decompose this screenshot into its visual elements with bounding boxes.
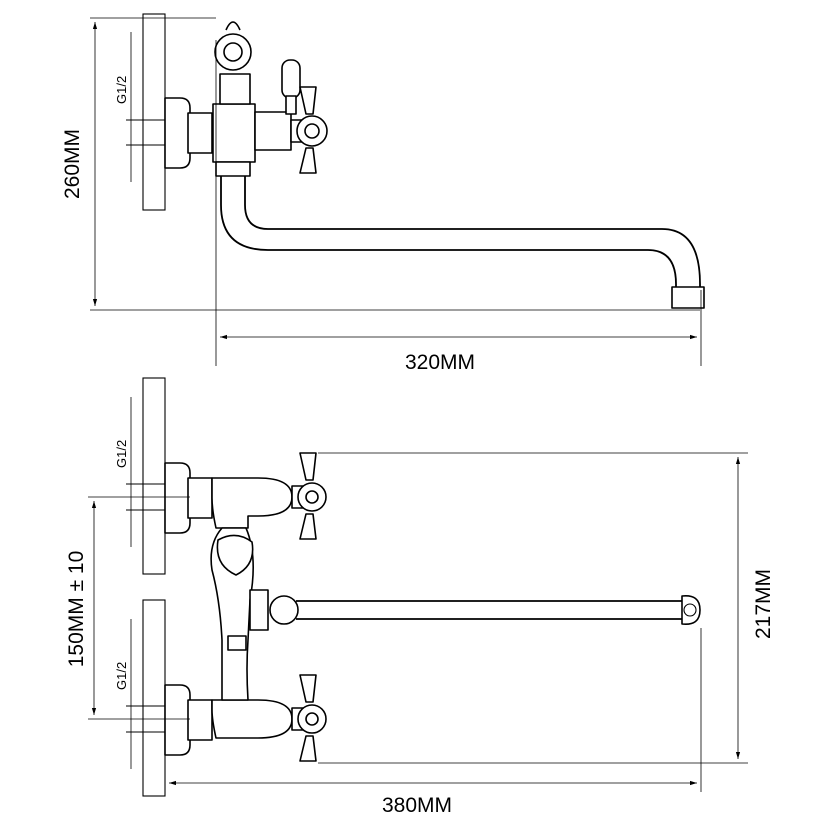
front-view: G1/2 G1/2 xyxy=(65,377,775,817)
cross-handle-top xyxy=(290,86,328,174)
top-view: G1/2 xyxy=(61,13,705,374)
cross-handle-upper xyxy=(291,452,327,540)
valve-housing-top xyxy=(254,111,292,151)
thread-label-upper: G1/2 xyxy=(114,440,129,468)
center-distance-label: 150MM ± 10 xyxy=(65,551,88,668)
center-distance-dimension xyxy=(88,496,190,720)
eccentric-nut-top xyxy=(187,112,213,154)
mixer-body-front xyxy=(210,477,293,739)
mixer-body-top xyxy=(212,103,256,163)
height-dimension-top xyxy=(90,17,700,311)
cross-handle-lower xyxy=(291,674,327,762)
eccentric-flange-top xyxy=(164,97,191,169)
thread-label-top: G1/2 xyxy=(114,76,129,104)
spout-end-front xyxy=(681,594,701,626)
eccentric-flange-upper xyxy=(164,462,191,534)
eccentric-flange-lower xyxy=(164,684,191,756)
spout-length-label: 320MM xyxy=(405,351,475,374)
height-label-top: 260MM xyxy=(61,129,84,199)
height-label-front: 217MM xyxy=(752,569,775,639)
width-label-front: 380MM xyxy=(382,794,452,817)
spout-aerator-top xyxy=(671,286,705,309)
wall-section-lower xyxy=(142,599,166,797)
width-dimension-front xyxy=(164,628,702,792)
wall-section-upper xyxy=(142,377,166,575)
spout-front xyxy=(249,589,701,631)
diverter-lever-top xyxy=(281,59,301,115)
wall-section-top xyxy=(142,13,166,211)
diverter-top xyxy=(214,21,252,105)
spout-top xyxy=(215,161,705,309)
spout-length-dimension xyxy=(215,40,702,366)
height-dimension-front xyxy=(318,452,748,764)
thread-label-lower: G1/2 xyxy=(114,662,129,690)
